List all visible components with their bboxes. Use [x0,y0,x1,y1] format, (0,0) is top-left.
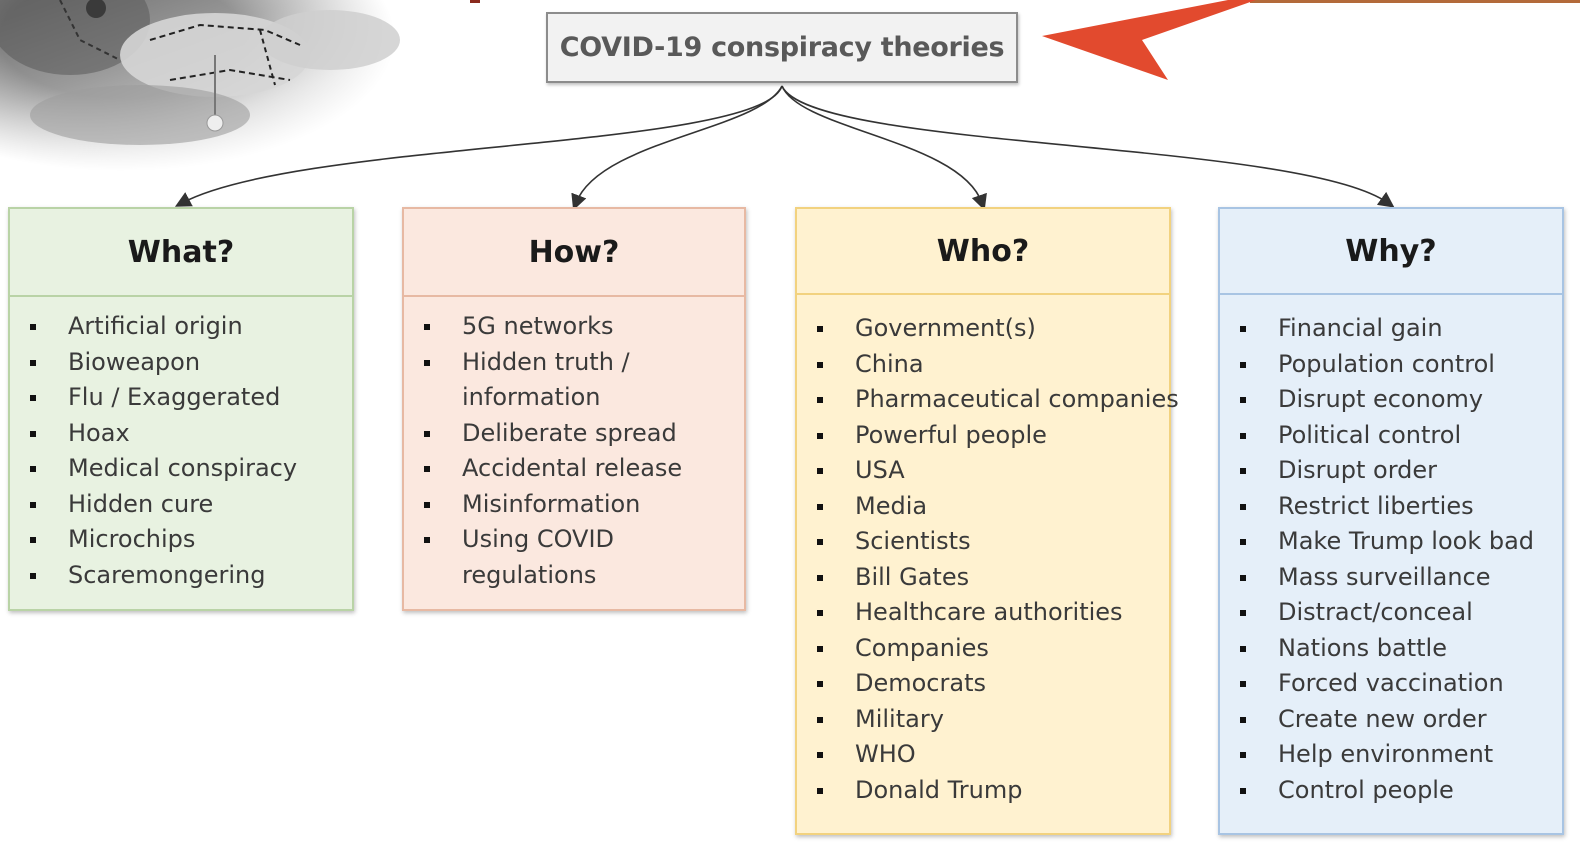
connector-why [781,85,1395,208]
category-list-what: Artificial origin Bioweapon Flu / Exagge… [10,297,352,593]
list-item: Powerful people [797,418,1169,454]
list-item: Financial gain [1220,311,1562,347]
list-item: Distract/conceal [1220,595,1562,631]
list-item: Hoax [10,416,352,452]
category-box-what: What? Artificial origin Bioweapon Flu / … [8,207,354,611]
top-edge-strip-right [1250,0,1580,3]
list-item-continuation: information [462,383,601,411]
list-item: Healthcare authorities [797,595,1169,631]
red-arrow-shape [1042,0,1256,80]
list-item: Disrupt economy [1220,382,1562,418]
list-item: Create new order [1220,702,1562,738]
list-item: Microchips [10,522,352,558]
list-item: Forced vaccination [1220,666,1562,702]
list-item-continuation: regulations [462,560,597,589]
list-item: 5G networks [404,309,744,345]
category-box-how: How? 5G networks Hidden truth / informat… [402,207,746,611]
list-item: Artificial origin [10,309,352,345]
list-item: Media [797,489,1169,525]
list-item: Using COVID [404,522,744,558]
list-item: Accidental release [404,451,744,487]
connector-how [571,85,783,211]
list-item: Government(s) [797,311,1169,347]
diagram-title: COVID-19 conspiracy theories [546,12,1018,83]
voodoo-doll-photo [0,0,470,190]
list-item: Bill Gates [797,560,1169,596]
list-item: Bioweapon [10,345,352,381]
list-item: Scaremongering [10,558,352,594]
category-heading-why: Why? [1220,209,1562,295]
connector-what [174,85,783,207]
list-item: USA [797,453,1169,489]
list-item: Make Trump look bad [1220,524,1562,560]
category-list-why: Financial gain Population control Disrup… [1220,295,1562,808]
connector-who [781,85,987,211]
list-item: Restrict liberties [1220,489,1562,525]
category-heading-who: Who? [797,209,1169,295]
category-box-who: Who? Government(s) China Pharmaceutical … [795,207,1179,835]
list-item: Deliberate spread [404,416,744,452]
list-item: Control people [1220,773,1562,809]
list-item: China [797,347,1169,383]
list-item: Donald Trump [797,773,1169,809]
list-item: Democrats [797,666,1169,702]
list-item: Medical conspiracy [10,451,352,487]
list-item: Hidden cure [10,487,352,523]
list-item: WHO [797,737,1169,773]
list-item: Misinformation [404,487,744,523]
category-list-how: 5G networks Hidden truth / information D… [404,297,744,593]
list-item: Disrupt order [1220,453,1562,489]
list-item: Hidden truth / [404,345,744,381]
list-item: Companies [797,631,1169,667]
list-item: Scientists [797,524,1169,560]
list-item: Help environment [1220,737,1562,773]
category-heading-how: How? [404,209,744,297]
list-item: Nations battle [1220,631,1562,667]
list-item: Military [797,702,1169,738]
list-item: Pharmaceutical companies [797,382,1179,418]
category-heading-what: What? [10,209,352,297]
category-box-why: Why? Financial gain Population control D… [1218,207,1564,835]
list-item: Population control [1220,347,1562,383]
category-list-who: Government(s) China Pharmaceutical compa… [797,295,1179,809]
list-item: Flu / Exaggerated [10,380,352,416]
list-item: Political control [1220,418,1562,454]
list-item: Mass surveillance [1220,560,1562,596]
